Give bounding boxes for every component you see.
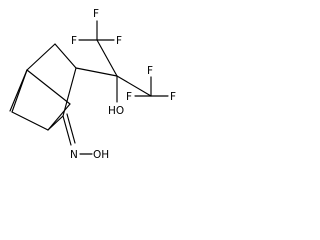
oxime-hydroxyl-label: OH xyxy=(93,149,109,161)
fluorine-label: F xyxy=(126,91,132,103)
bond-bridgehead-left-to-ch2-right xyxy=(26,43,56,71)
bond-bridge-to-bridgehead-top xyxy=(54,43,77,69)
nitrogen-label: N xyxy=(70,149,78,161)
fluorine-label: F xyxy=(147,65,153,77)
fluorine-label: F xyxy=(116,35,122,47)
bond-left-lower-to-c-oxime xyxy=(11,111,49,131)
bond-lines xyxy=(9,20,169,155)
bond-quaternary-c-to-cf3-top xyxy=(96,39,118,77)
bond-quaternary-c-to-cf3-right xyxy=(116,75,152,97)
atom-labels: F F F F F F HO N OH xyxy=(70,8,176,161)
bond-c-oxime-to-ring xyxy=(47,115,64,131)
fluorine-label: F xyxy=(170,91,176,103)
bond-ring-to-quaternary-c xyxy=(75,67,118,77)
bond-bridgehead-top-to-c-oxime xyxy=(62,67,77,117)
chemical-structure-diagram: F F F F F F HO N OH xyxy=(9,8,176,161)
fluorine-label: F xyxy=(71,35,77,47)
bond-c-n-double-1 xyxy=(62,115,72,146)
bond-c-n-double-2 xyxy=(66,113,76,144)
bond-cage-bridge-inner-2 xyxy=(47,103,71,131)
hydroxyl-label: HO xyxy=(108,105,124,117)
fluorine-label: F xyxy=(93,8,99,20)
bond-cage-bridge-inner xyxy=(26,69,71,105)
bond-ch2-upper-to-ch2-lower-left xyxy=(11,69,28,113)
